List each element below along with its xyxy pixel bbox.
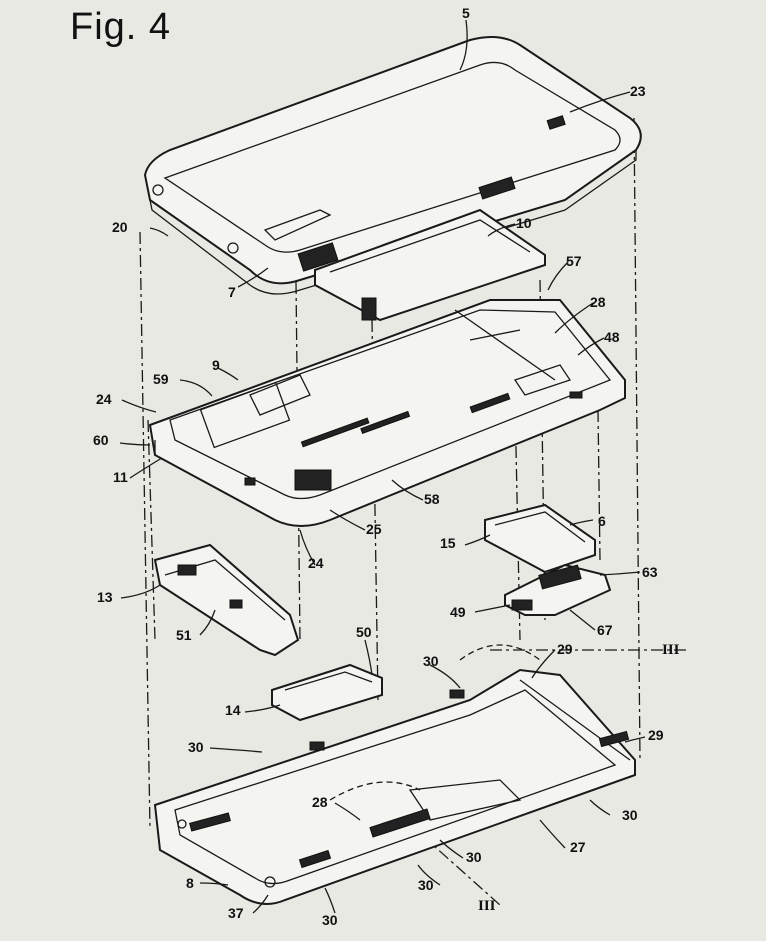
base-plate-part xyxy=(153,644,636,905)
leader-lines xyxy=(119,19,646,914)
ref-label-27: 27 xyxy=(570,839,586,855)
ref-label-14: 14 xyxy=(225,702,241,718)
ref-label-15: 15 xyxy=(440,535,456,551)
ref-label-58: 58 xyxy=(424,491,440,507)
ref-label-30-b: 30 xyxy=(188,739,204,755)
main-frame-part xyxy=(148,299,626,527)
section-marker-III-bottom: III xyxy=(478,898,496,914)
ref-label-29-b: 29 xyxy=(648,727,664,743)
right-connector xyxy=(504,563,612,616)
ref-label-30-a: 30 xyxy=(423,653,439,669)
section-marker-III-top: III xyxy=(662,642,680,658)
ref-label-24-center: 24 xyxy=(308,555,324,571)
ref-label-8: 8 xyxy=(186,875,194,891)
top-cover-part xyxy=(143,35,642,295)
ref-label-59: 59 xyxy=(153,371,169,387)
ref-label-5: 5 xyxy=(462,5,470,21)
ref-label-7: 7 xyxy=(228,284,236,300)
ref-label-48: 48 xyxy=(604,329,620,345)
ref-label-37: 37 xyxy=(228,905,244,921)
ref-label-30-f: 30 xyxy=(322,912,338,928)
ref-label-50: 50 xyxy=(356,624,372,640)
ref-label-60: 60 xyxy=(93,432,109,448)
ref-label-67: 67 xyxy=(597,622,613,638)
right-module xyxy=(484,503,596,574)
ref-label-29-a: 29 xyxy=(557,641,573,657)
ref-label-49: 49 xyxy=(450,604,466,620)
battery-part xyxy=(314,208,546,322)
ref-label-30-d: 30 xyxy=(466,849,482,865)
ref-label-25: 25 xyxy=(366,521,382,537)
lower-left-board xyxy=(271,663,383,722)
ref-label-63: 63 xyxy=(642,564,658,580)
ref-label-10: 10 xyxy=(516,215,532,231)
ref-label-13: 13 xyxy=(97,589,113,605)
ref-label-23: 23 xyxy=(630,83,646,99)
ref-label-30-c: 30 xyxy=(622,807,638,823)
ref-label-51: 51 xyxy=(176,627,192,643)
ref-label-28-bottom: 28 xyxy=(312,794,328,810)
ref-label-30-e: 30 xyxy=(418,877,434,893)
left-connector-module xyxy=(153,543,300,657)
ref-label-11: 11 xyxy=(113,469,128,485)
ref-label-57: 57 xyxy=(566,253,582,269)
ref-label-28-top: 28 xyxy=(590,294,606,310)
ref-label-9: 9 xyxy=(212,357,220,373)
ref-label-24-left: 24 xyxy=(96,391,112,407)
ref-label-20: 20 xyxy=(112,219,128,235)
ref-label-6: 6 xyxy=(598,513,606,529)
figure-title: Fig. 4 xyxy=(70,6,172,48)
